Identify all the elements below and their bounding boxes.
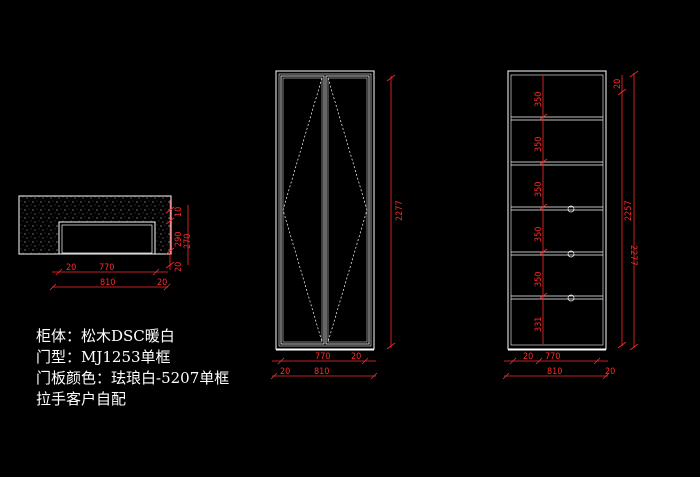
shelf-height-5: 350 xyxy=(534,272,544,287)
section-width-mid: 770 xyxy=(545,352,560,362)
plan-depth-2: 290 xyxy=(174,232,184,247)
section-view: 350 350 350 350 350 331 20 2257 2277 20 xyxy=(502,70,639,380)
section-inner-height: 2257 xyxy=(624,200,634,221)
section-height: 2277 xyxy=(628,245,638,266)
plan-depth-1: 10 xyxy=(174,207,184,217)
plan-total-width: 810 xyxy=(100,278,115,288)
plan-inner-box xyxy=(58,221,156,255)
note-door-type: 门型：MJ1253单框 xyxy=(36,348,171,366)
shelf-height-1: 350 xyxy=(534,92,544,107)
front-width-mid: 770 xyxy=(315,352,330,362)
shelves xyxy=(511,116,603,300)
front-elevation: 2277 770 20 20 810 xyxy=(270,70,405,380)
shelf-height-6: 331 xyxy=(534,317,544,332)
front-height: 2277 xyxy=(395,200,405,221)
shelf-height-3: 350 xyxy=(534,182,544,197)
note-door-color: 门板颜色：珐琅白-5207单框 xyxy=(36,369,230,387)
plan-width-left: 20 xyxy=(66,263,76,273)
front-width-right: 20 xyxy=(351,352,361,362)
front-total-width: 810 xyxy=(314,367,329,377)
section-width-right: 20 xyxy=(605,367,615,377)
plan-depth-3: 270 xyxy=(183,234,193,249)
note-cabinet-body: 柜体：松木DSC暖白 xyxy=(36,327,175,345)
plan-width-mid: 770 xyxy=(99,263,114,273)
front-width-left: 20 xyxy=(280,367,290,377)
note-handle: 拉手客户自配 xyxy=(36,390,127,408)
plan-view: 10 290 270 20 20 770 20 810 xyxy=(18,195,193,291)
section-width-left: 20 xyxy=(523,352,533,362)
shelf-height-4: 350 xyxy=(534,227,544,242)
plan-depth-4: 20 xyxy=(174,262,184,272)
shelf-height-2: 350 xyxy=(534,137,544,152)
plan-width-right: 20 xyxy=(157,278,167,288)
front-door-right xyxy=(325,75,370,345)
handle-marks xyxy=(567,205,575,302)
section-top-gap: 20 xyxy=(613,79,623,89)
section-total-width: 810 xyxy=(547,367,562,377)
front-door-left xyxy=(280,75,325,345)
spec-notes: 柜体：松木DSC暖白 门型：MJ1253单框 门板颜色：珐琅白-5207单框 拉… xyxy=(36,326,229,410)
